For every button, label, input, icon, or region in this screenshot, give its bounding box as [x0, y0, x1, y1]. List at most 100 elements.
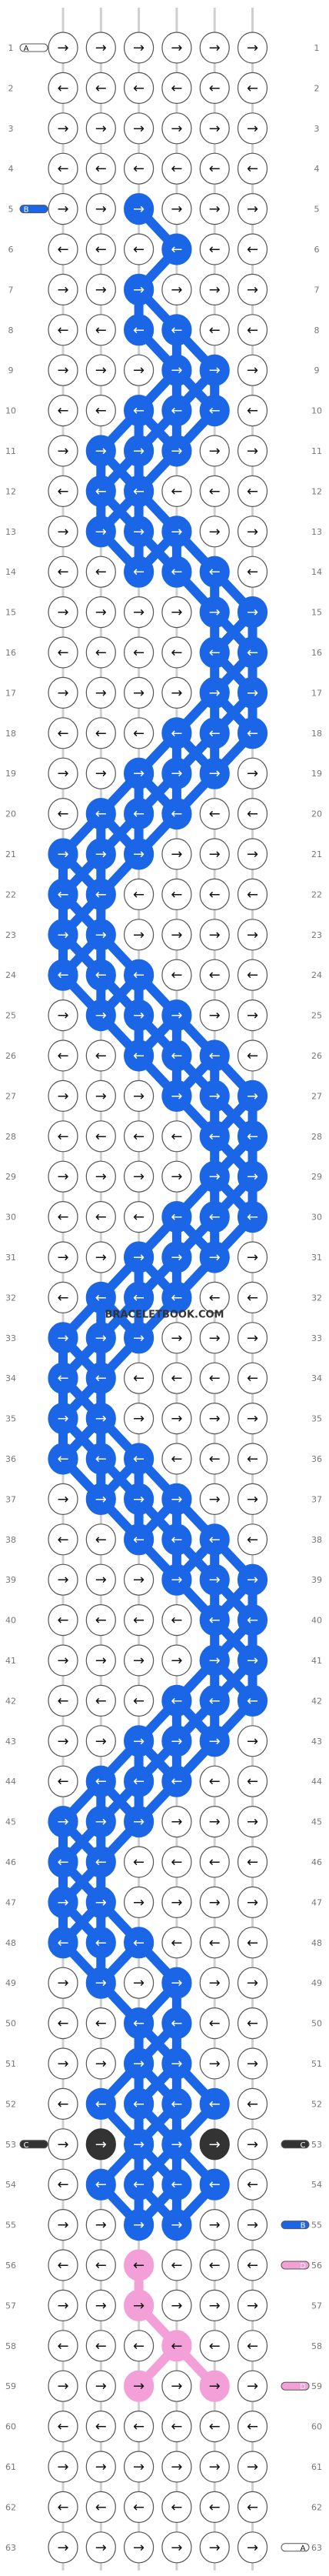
knot[interactable]: → — [199, 354, 230, 386]
knot[interactable]: ← — [199, 636, 230, 669]
knot[interactable]: → — [85, 1886, 116, 1918]
knot[interactable]: → — [237, 1322, 268, 1354]
knot[interactable]: ← — [237, 1120, 268, 1153]
knot[interactable]: ← — [48, 1443, 78, 1475]
knot[interactable]: → — [199, 2289, 230, 2321]
knot[interactable]: → — [237, 1079, 268, 1113]
knot[interactable]: → — [199, 435, 230, 467]
knot[interactable]: ← — [48, 1200, 78, 1233]
knot[interactable]: → — [85, 1241, 116, 1273]
knot[interactable]: ← — [48, 2087, 78, 2120]
knot[interactable]: ← — [85, 475, 116, 508]
knot[interactable]: ← — [237, 1846, 268, 1878]
knot[interactable]: → — [48, 2047, 78, 2080]
knot[interactable]: → — [124, 273, 155, 305]
knot[interactable]: ← — [48, 1684, 78, 1717]
knot[interactable]: ← — [124, 2491, 155, 2523]
knot[interactable]: ← — [199, 1684, 230, 1717]
knot[interactable]: → — [237, 1402, 268, 1435]
knot[interactable]: → — [199, 273, 230, 305]
knot[interactable]: ← — [237, 556, 268, 588]
knot[interactable]: → — [237, 999, 268, 1032]
knot[interactable]: ← — [85, 2330, 116, 2362]
knot[interactable]: ← — [48, 636, 78, 669]
knot[interactable]: ← — [161, 797, 192, 830]
knot[interactable]: → — [85, 1402, 116, 1435]
knot[interactable]: → — [85, 838, 116, 870]
knot[interactable]: → — [124, 1886, 155, 1918]
knot[interactable]: ← — [199, 717, 230, 749]
knot[interactable]: ← — [85, 1039, 116, 1072]
knot[interactable]: ← — [199, 1362, 230, 1394]
knot[interactable]: → — [161, 2128, 192, 2161]
knot[interactable]: ← — [161, 556, 192, 588]
knot[interactable]: → — [48, 2128, 78, 2161]
knot[interactable]: → — [161, 435, 192, 467]
knot[interactable]: ← — [237, 636, 268, 669]
knot[interactable]: → — [124, 1483, 155, 1516]
knot[interactable]: → — [237, 757, 268, 789]
knot[interactable]: → — [124, 1322, 155, 1354]
knot[interactable]: ← — [48, 1927, 78, 1959]
knot[interactable]: ← — [161, 1604, 192, 1637]
knot[interactable]: → — [161, 676, 192, 709]
knot[interactable]: → — [199, 1725, 230, 1757]
knot[interactable]: → — [124, 1967, 155, 1999]
knot[interactable]: → — [161, 32, 192, 64]
knot[interactable]: ← — [124, 1604, 155, 1637]
knot[interactable]: ← — [48, 878, 78, 911]
knot[interactable]: → — [48, 354, 78, 386]
knot[interactable]: ← — [161, 717, 192, 749]
knot[interactable]: ← — [199, 2491, 230, 2523]
knot[interactable]: → — [85, 112, 116, 145]
knot[interactable]: ← — [237, 72, 268, 105]
knot[interactable]: → — [48, 112, 78, 145]
knot[interactable]: → — [48, 1402, 78, 1435]
knot[interactable]: → — [161, 354, 192, 386]
knot[interactable]: → — [161, 596, 192, 629]
knot[interactable]: → — [85, 1563, 116, 1596]
knot[interactable]: → — [161, 516, 192, 548]
knot[interactable]: → — [237, 1563, 268, 1596]
knot[interactable]: ← — [199, 556, 230, 588]
knot[interactable]: → — [85, 1322, 116, 1354]
knot[interactable]: ← — [48, 1281, 78, 1314]
knot[interactable]: → — [85, 1644, 116, 1677]
knot[interactable]: → — [48, 838, 78, 870]
knot[interactable]: → — [199, 999, 230, 1032]
knot[interactable]: ← — [124, 636, 155, 669]
knot[interactable]: → — [237, 676, 268, 709]
knot[interactable]: → — [237, 112, 268, 145]
knot[interactable]: ← — [48, 2411, 78, 2443]
knot[interactable]: ← — [85, 1765, 116, 1797]
knot[interactable]: ← — [161, 636, 192, 669]
knot[interactable]: → — [161, 273, 192, 305]
knot[interactable]: → — [48, 2289, 78, 2321]
knot[interactable]: ← — [124, 556, 155, 588]
knot[interactable]: → — [161, 1644, 192, 1677]
knot[interactable]: → — [124, 596, 155, 629]
knot[interactable]: ← — [199, 72, 230, 105]
knot[interactable]: ← — [199, 475, 230, 508]
knot[interactable]: → — [48, 1322, 78, 1354]
knot[interactable]: ← — [85, 1846, 116, 1878]
knot[interactable]: → — [48, 2451, 78, 2483]
knot[interactable]: → — [161, 2209, 192, 2241]
knot[interactable]: → — [199, 757, 230, 789]
knot[interactable]: → — [237, 1806, 268, 1838]
knot[interactable]: ← — [48, 394, 78, 427]
knot[interactable]: ← — [124, 1684, 155, 1717]
knot[interactable]: → — [124, 1563, 155, 1596]
knot[interactable]: ← — [85, 2249, 116, 2281]
knot[interactable]: → — [161, 2047, 192, 2080]
knot[interactable]: ← — [237, 314, 268, 346]
knot[interactable]: → — [124, 1079, 155, 1113]
knot[interactable]: → — [237, 1483, 268, 1516]
knot[interactable]: → — [48, 1241, 78, 1273]
knot[interactable]: → — [237, 596, 268, 629]
knot[interactable]: ← — [85, 2411, 116, 2443]
knot[interactable]: → — [48, 1886, 78, 1918]
knot[interactable]: ← — [237, 2168, 268, 2201]
knot[interactable]: ← — [48, 2491, 78, 2523]
knot[interactable]: → — [237, 2289, 268, 2321]
